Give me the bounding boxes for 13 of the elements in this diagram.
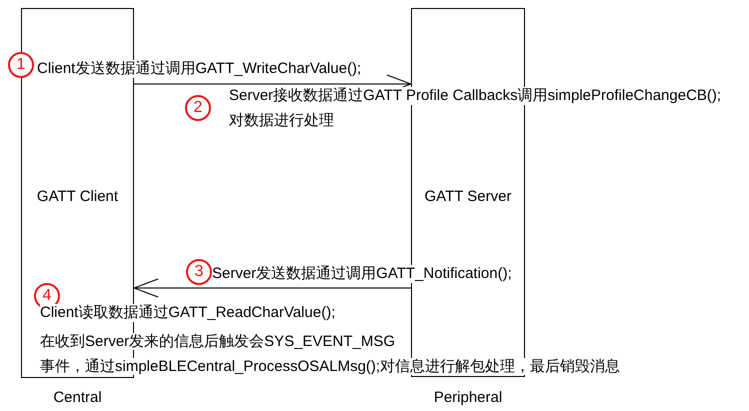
participant-label: GATT Server — [424, 188, 512, 206]
edge-label: Client发送数据通过调用GATT_WriteCharValue(); — [37, 60, 362, 78]
note-text: 在收到Server发来的信息后触发会SYS_EVENT_MSG事件，通过simpleBLECentral_ProcessOSALMsg();对信息进行解包处理，最后销毁消息 — [40, 332, 622, 376]
step-number: 3 — [186, 259, 212, 285]
step-number: 1 — [8, 52, 34, 78]
step-number: 2 — [185, 95, 211, 121]
role-label: Central — [53, 389, 102, 407]
note-text: Server接收数据通过GATT Profile Callbacks调用simpleProfileChangeCB(); — [229, 87, 722, 105]
arrow — [134, 278, 412, 298]
edge-label: Server发送数据通过调用GATT_Notification(); — [212, 265, 512, 283]
role-label: Peripheral — [434, 389, 502, 407]
participant-label: GATT Client — [36, 188, 118, 206]
note-text: 对数据进行处理 — [229, 112, 334, 130]
